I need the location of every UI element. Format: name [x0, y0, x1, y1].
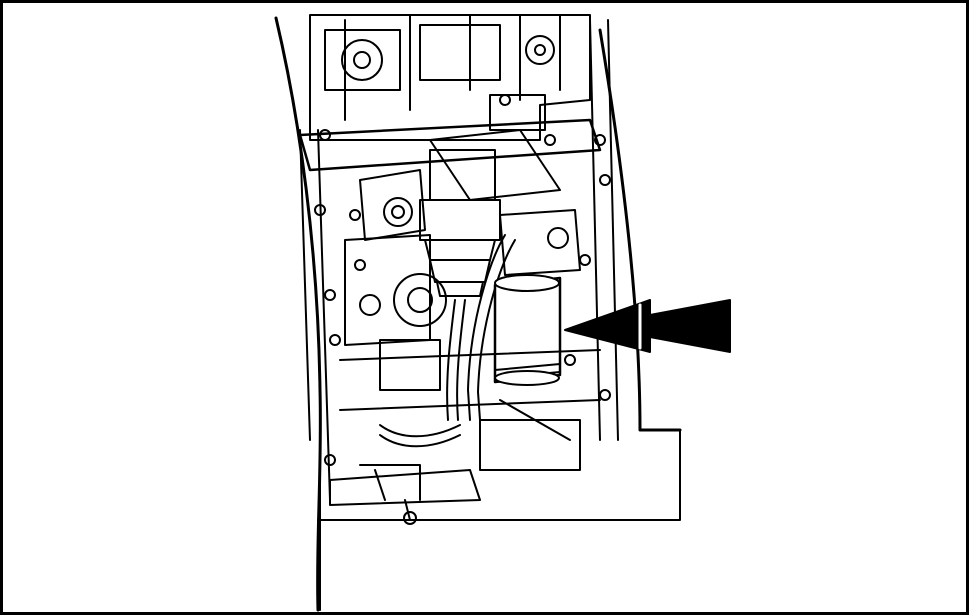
- filter-canister: [493, 274, 562, 386]
- right-pump: [499, 209, 581, 276]
- engine-compartment-illustration: [274, 14, 731, 612]
- upper-engine-block: [298, 14, 602, 172]
- hydraulic-pump: [344, 234, 447, 391]
- frame-rails: [299, 14, 619, 501]
- cross-bracket: [429, 94, 561, 201]
- pointer-arrow: [564, 299, 731, 353]
- hoses: [379, 234, 516, 448]
- lower-structure: [329, 349, 601, 525]
